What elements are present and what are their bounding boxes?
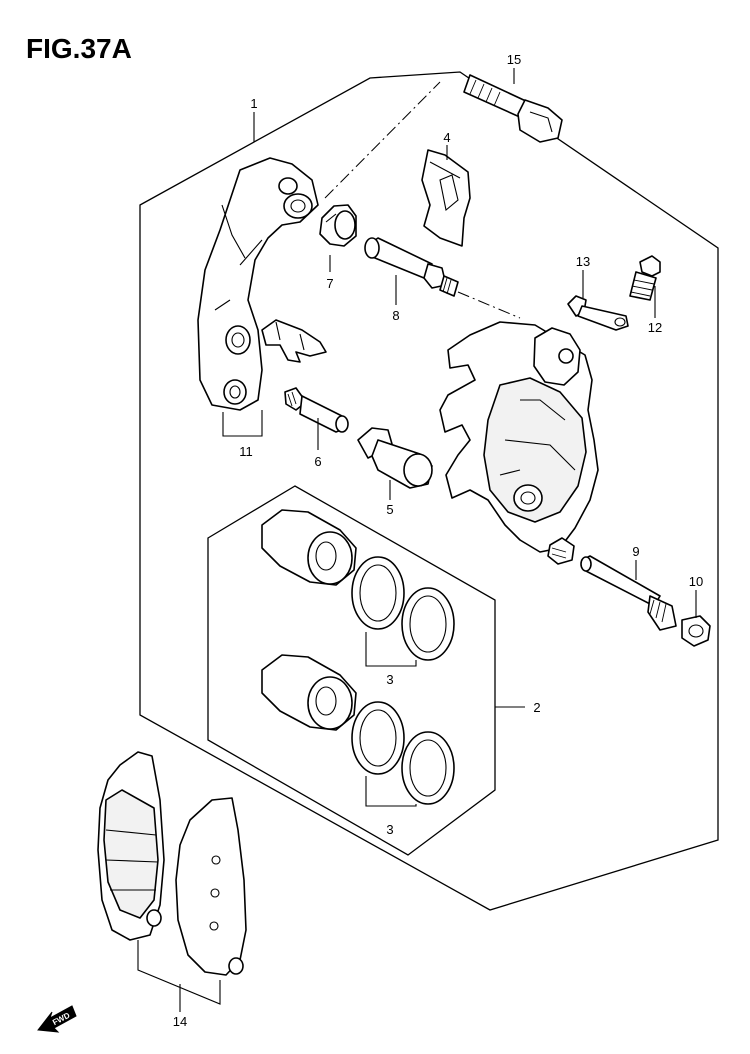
pad-spring-4 [421, 149, 471, 247]
forward-arrow-icon: FWD [37, 1005, 77, 1033]
bolt-cap-10 [681, 615, 711, 647]
bleeder-valve-12 [629, 255, 661, 301]
caliper-bracket [197, 157, 319, 411]
callout-6: 6 [314, 454, 321, 469]
callout-13: 13 [576, 254, 590, 269]
piston-upper [261, 509, 357, 586]
piston-seal-lower-b [401, 731, 455, 805]
callout-5: 5 [386, 502, 393, 517]
brake-pad-right [175, 797, 247, 976]
caliper-assembly-frame [139, 71, 719, 911]
callout-11: 11 [239, 444, 253, 459]
bleeder-cap-13 [567, 295, 629, 331]
callout-10: 10 [689, 574, 703, 589]
brake-pad-left [97, 751, 165, 941]
mounting-bolt-15 [463, 74, 563, 143]
callout-15: 15 [507, 52, 521, 67]
slide-pin-8 [364, 237, 459, 297]
callout-3-upper: 3 [386, 672, 393, 687]
callout-3-lower: 3 [386, 822, 393, 837]
piston-lower [261, 654, 357, 731]
assembly-line [324, 81, 441, 199]
pin-boot-7 [319, 204, 357, 247]
assembly-line-2 [457, 291, 521, 319]
piston-seal-upper-b [401, 587, 455, 661]
figure-title: FIG.37A [26, 33, 132, 64]
callout-7: 7 [326, 276, 333, 291]
pad-retainer-clip-11 [261, 319, 327, 363]
pin-boot-5 [357, 427, 433, 489]
leader-lines [137, 68, 697, 1012]
callout-14: 14 [173, 1014, 187, 1029]
callout-4: 4 [443, 130, 450, 145]
slide-pin-6 [284, 387, 349, 433]
piston-kit-frame [207, 485, 496, 856]
piston-seal-upper-a [351, 556, 405, 630]
caliper-bolt-9 [580, 555, 677, 631]
caliper-body [439, 321, 599, 565]
piston-seal-lower-a [351, 701, 405, 775]
callout-2: 2 [533, 700, 540, 715]
callout-12: 12 [648, 320, 662, 335]
callout-9: 9 [632, 544, 639, 559]
callout-1: 1 [250, 96, 257, 111]
callout-8: 8 [392, 308, 399, 323]
